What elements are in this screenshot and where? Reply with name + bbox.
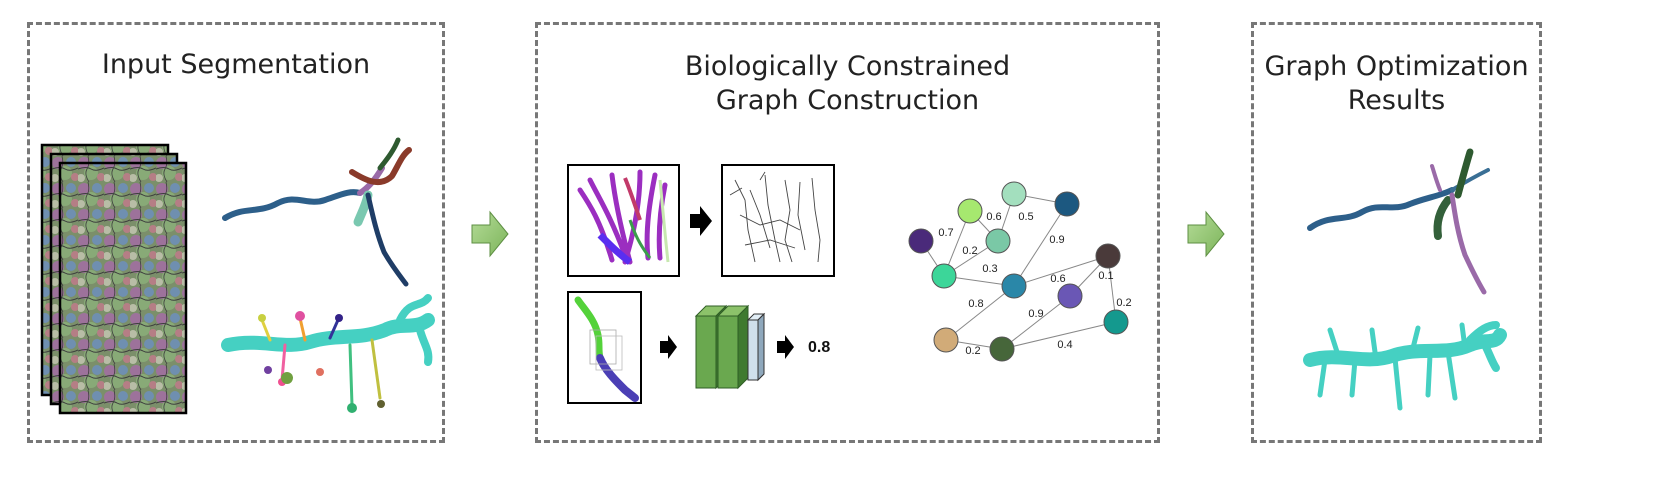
graph-edge-weight: 0.1 bbox=[1098, 270, 1113, 282]
graph-edge-weight: 0.9 bbox=[1049, 234, 1064, 246]
optimization-results-title-line2: Results bbox=[1347, 85, 1446, 116]
spiny-dendrite-render bbox=[221, 294, 435, 413]
graph-node bbox=[989, 336, 1015, 362]
graph-construction-title-line2: Graph Construction bbox=[715, 85, 980, 116]
segmentation-thumbnail bbox=[567, 164, 680, 277]
graph-construction-title-line1: Biologically Constrained bbox=[684, 51, 1011, 82]
optimized-dendrite-render bbox=[1303, 321, 1507, 411]
arrow-right-icon bbox=[660, 335, 677, 359]
graph-edge bbox=[1001, 321, 1117, 350]
graph-node bbox=[1103, 309, 1129, 335]
graph-construction-panel: Biologically Constrained Graph Construct… bbox=[535, 22, 1160, 443]
em-image-stack bbox=[40, 143, 188, 415]
input-segmentation-panel: Input Segmentation bbox=[27, 22, 445, 443]
optimization-results-panel: Graph Optimization Results bbox=[1251, 22, 1542, 443]
skeleton-thumbnail bbox=[721, 164, 835, 277]
graph-edge bbox=[1013, 255, 1109, 287]
graph-edge-weight: 0.2 bbox=[1116, 297, 1131, 309]
graph-node bbox=[931, 263, 957, 289]
graph-node bbox=[933, 327, 959, 353]
graph-node bbox=[957, 198, 983, 224]
graph-edge-weight: 0.8 bbox=[968, 298, 983, 310]
graph-node bbox=[908, 228, 934, 254]
graph-node bbox=[1057, 283, 1083, 309]
arrow-right-icon bbox=[471, 210, 509, 258]
classifier-score: 0.8 bbox=[808, 339, 830, 356]
merge-candidate-thumbnail bbox=[567, 291, 642, 404]
arrow-right-icon bbox=[777, 335, 794, 359]
graph-node bbox=[985, 228, 1011, 254]
graph-node bbox=[1095, 243, 1121, 269]
graph-edge bbox=[945, 285, 1015, 341]
graph-edge-weight: 0.9 bbox=[1028, 308, 1043, 320]
graph-node bbox=[1054, 191, 1080, 217]
graph-edge-weight: 0.4 bbox=[1057, 339, 1072, 351]
graph-node bbox=[1001, 273, 1027, 299]
graph-edge-weight: 0.2 bbox=[965, 345, 980, 357]
graph-edge bbox=[1013, 203, 1068, 287]
arrow-right-icon bbox=[690, 206, 712, 236]
graph-edge-weight: 0.6 bbox=[1050, 273, 1065, 285]
graph-node bbox=[1001, 181, 1027, 207]
region-graph-nodes bbox=[908, 181, 1129, 362]
arrow-right-icon bbox=[1187, 210, 1225, 258]
graph-edge-weight: 0.2 bbox=[962, 245, 977, 257]
cnn-classifier-icon bbox=[694, 304, 766, 390]
optimized-neurites-render bbox=[1307, 148, 1490, 295]
segmented-neurites-render bbox=[222, 137, 412, 287]
graph-edge-weight: 0.6 bbox=[986, 211, 1001, 223]
graph-edge-weight: 0.7 bbox=[938, 227, 953, 239]
graph-edge-weight: 0.3 bbox=[982, 263, 997, 275]
optimization-results-title-line1: Graph Optimization bbox=[1264, 51, 1529, 82]
region-graph-edge-labels: 0.7 0.6 0.5 0.2 0.3 0.9 0.6 0.1 0.2 0.8 0.9 0.2 0.4 bbox=[938, 211, 1131, 357]
graph-edge-weight: 0.5 bbox=[1018, 211, 1033, 223]
graph-edge bbox=[1001, 295, 1071, 350]
input-segmentation-title: Input Segmentation bbox=[101, 49, 371, 80]
